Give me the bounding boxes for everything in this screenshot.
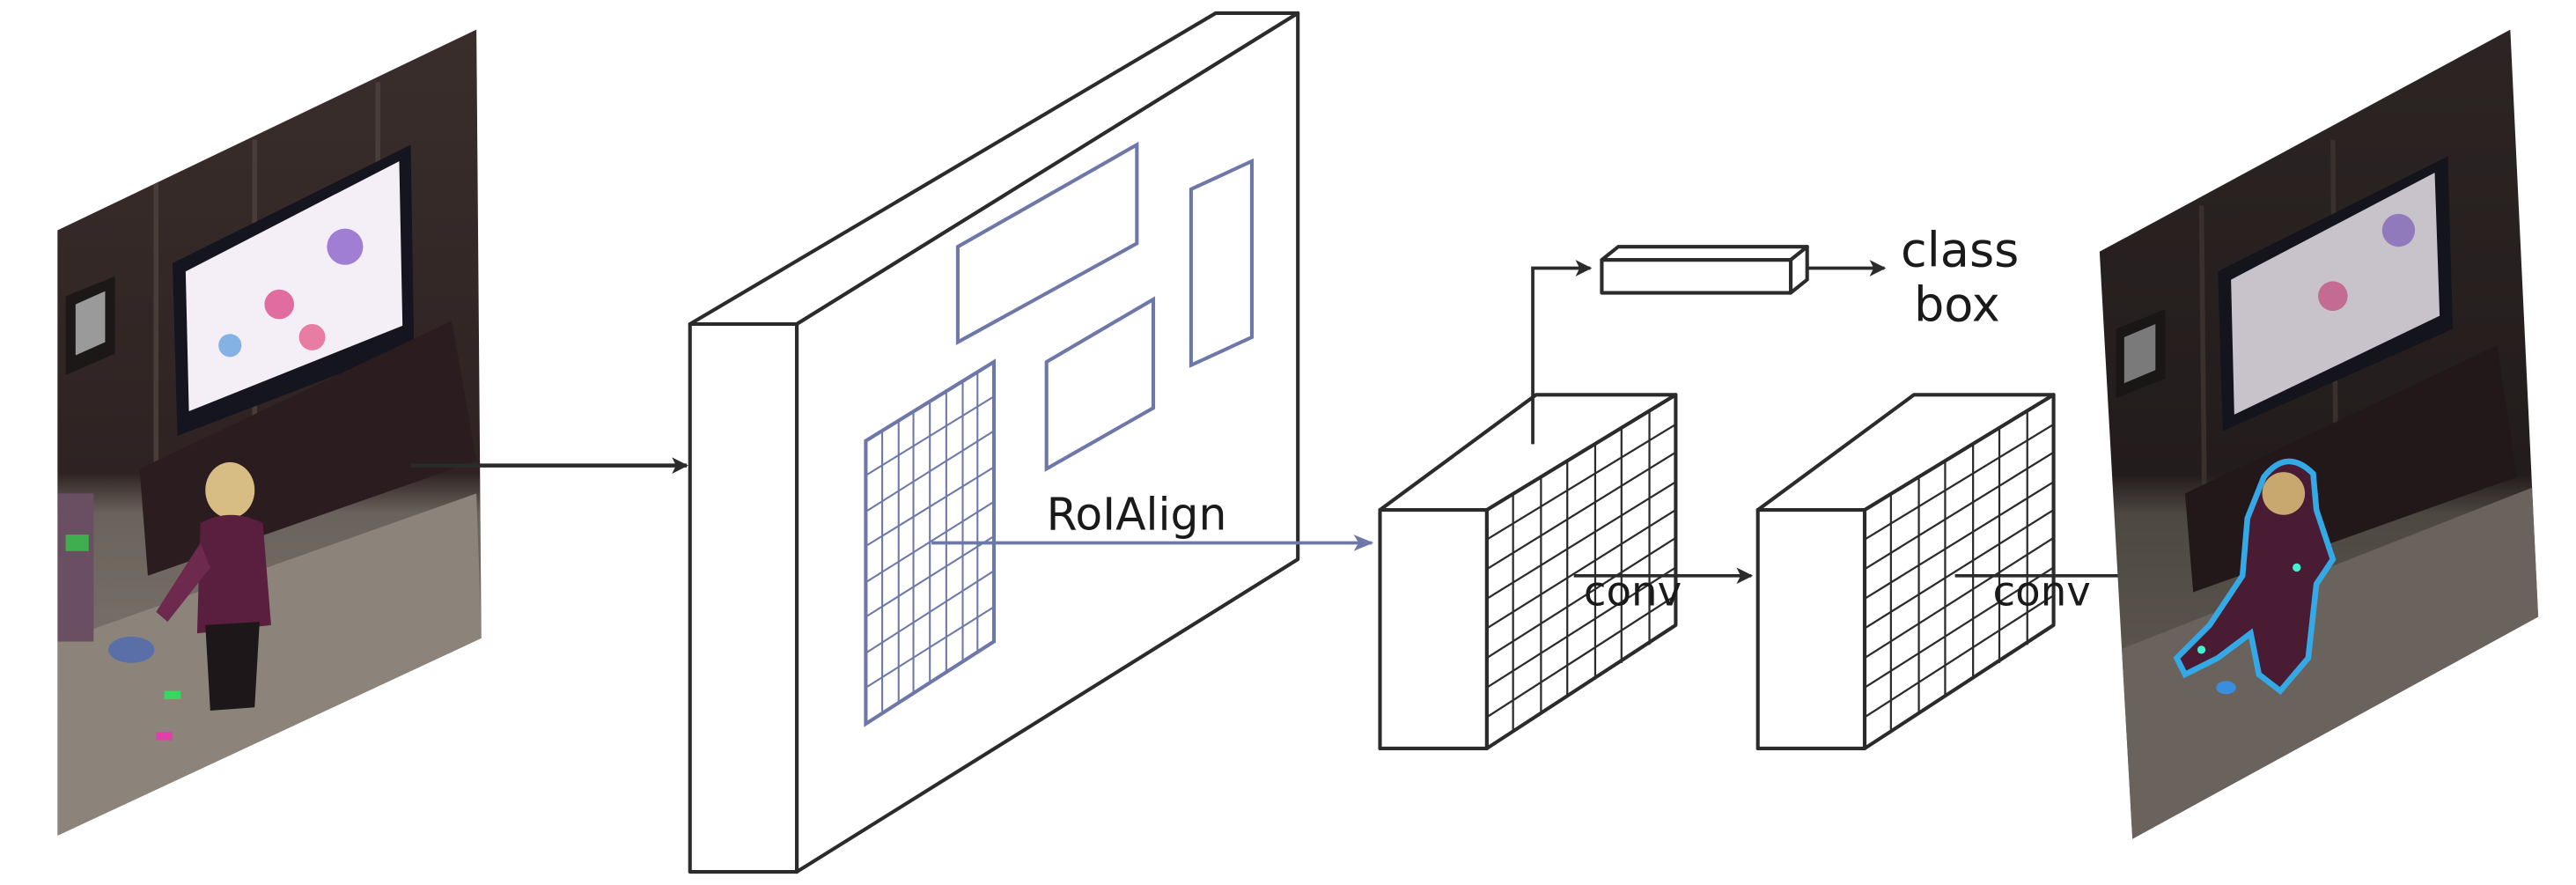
backbone-feature-map (688, 11, 1300, 874)
box-label: box (1914, 277, 2000, 332)
branch-arrow (1531, 260, 1593, 445)
roi-box (955, 141, 1139, 346)
input-image (57, 29, 482, 836)
roi-box (1189, 158, 1254, 368)
roi-box (1044, 296, 1156, 472)
roialign-label: RoIAlign (1047, 488, 1227, 540)
class-label: class (1901, 223, 2019, 278)
fc-head-box (1600, 245, 1809, 295)
output-image (2099, 29, 2539, 839)
conv-label-2: conv (1993, 568, 2091, 616)
conv-label-1: conv (1584, 568, 1682, 616)
instance-mask (2173, 458, 2337, 696)
roi-feature-box (1378, 393, 1678, 751)
mask-feature-box (1755, 393, 2056, 751)
roi-grid (864, 358, 997, 727)
